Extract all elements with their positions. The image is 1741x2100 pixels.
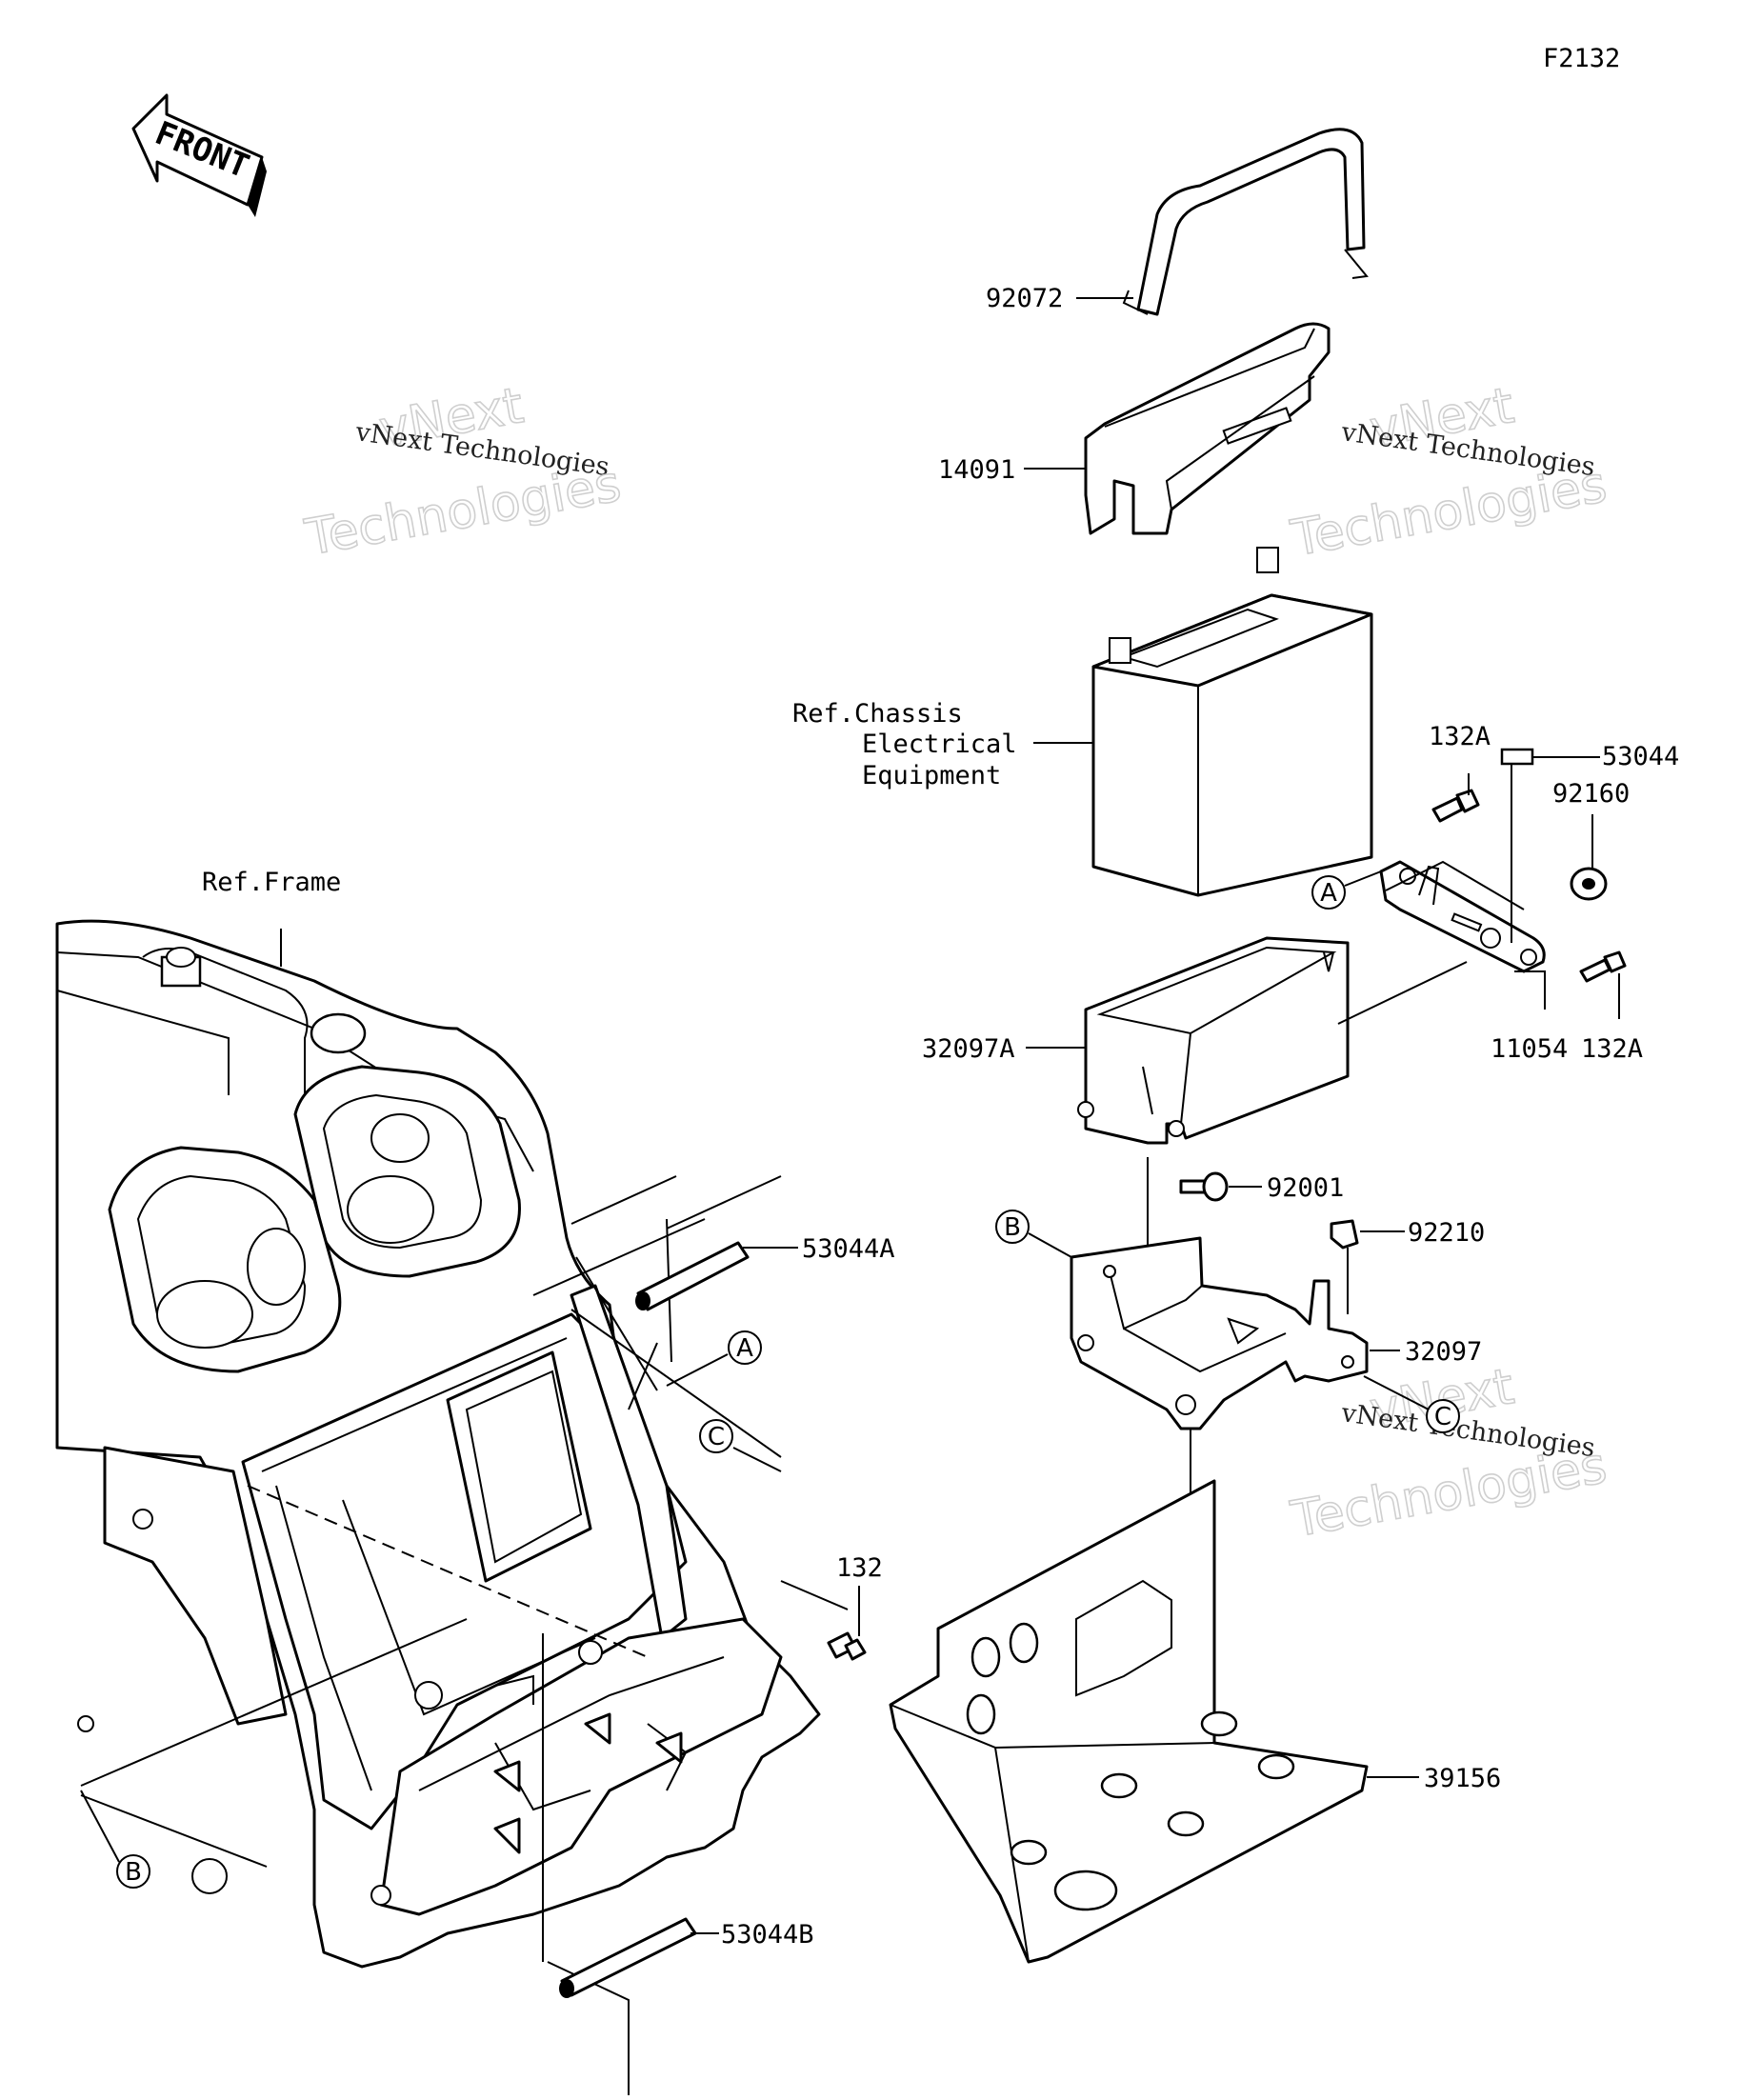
battery-tray-32097-part[interactable] [1070,1236,1369,1430]
case-guide-line [1337,961,1468,1025]
bracket-11054-part[interactable] [1379,860,1546,973]
collar-53044A-part[interactable] [635,1241,750,1311]
bolt-132-part[interactable] [827,1631,867,1661]
svg-text:B: B [1004,1213,1021,1242]
leader-11054 [1514,970,1546,1010]
leader-callout-c-frame [732,1447,782,1472]
bolt-132A-top-part[interactable] [1431,789,1480,823]
svg-text:B: B [125,1858,142,1887]
svg-text:Technologies: Technologies [1287,1437,1611,1549]
label-92160[interactable]: 92160 [1552,779,1630,809]
guide-b-line-lower [80,1794,268,1868]
label-132A-top[interactable]: 132A [1429,722,1491,751]
svg-text:Technologies: Technologies [1287,456,1611,568]
guide-diagonal-line [575,1256,658,1391]
callout-b-tray: B [995,1210,1030,1244]
guide-a-to-callout [666,1175,782,1230]
grommet-92160-part[interactable] [1570,867,1608,901]
frame-dashed-line [247,1485,649,1658]
label-39156[interactable]: 39156 [1424,1764,1501,1793]
leader-callout-a-top [1344,870,1382,887]
label-132A-bottom[interactable]: 132A [1581,1034,1643,1064]
svg-text:Technologies: Technologies [301,455,625,567]
watermark-top-right: vNext vNext Technologies Technologies [1286,376,1611,569]
svg-text:C: C [1434,1403,1451,1431]
screw-92001-part[interactable] [1179,1171,1229,1202]
guide-b-line-upper [80,1618,468,1787]
callout-a-top: A [1311,875,1346,910]
guide-a-line [570,1175,677,1225]
label-32097A[interactable]: 32097A [922,1034,1015,1064]
front-arrow-icon: FRONT [131,93,267,217]
label-92001[interactable]: 92001 [1267,1173,1344,1203]
watermark-mid-right: vNext vNext Technologies Technologies [1286,1357,1611,1550]
leader-callout-a-frame [666,1353,729,1387]
label-92210[interactable]: 92210 [1408,1218,1485,1248]
battery-part[interactable] [1091,547,1373,897]
nut-92210-part[interactable] [1330,1219,1359,1250]
label-14091[interactable]: 14091 [938,455,1015,485]
label-53044A[interactable]: 53044A [802,1234,895,1264]
guide-short-line [628,1342,658,1410]
callout-b-frame: B [116,1854,150,1889]
svg-text:C: C [708,1423,725,1451]
battery-cover-part[interactable] [1084,322,1331,535]
bolt-132A-bottom-part[interactable] [1579,950,1627,983]
battery-strap-part[interactable] [1122,128,1369,316]
bracket-guide-line [1385,860,1525,910]
leader-callout-c-tray [1363,1375,1430,1410]
svg-text:A: A [736,1334,753,1363]
collar-53044B-part[interactable] [559,1917,697,1998]
ref-chassis-line1: Ref.Chassis [792,699,963,729]
label-53044B[interactable]: 53044B [721,1920,814,1950]
callout-c-tray: C [1426,1399,1460,1433]
svg-text:A: A [1320,879,1337,908]
callout-c-frame: C [699,1419,733,1453]
frame-part[interactable] [55,919,821,1969]
label-53044[interactable]: 53044 [1602,742,1679,771]
label-32097[interactable]: 32097 [1405,1337,1482,1367]
label-132[interactable]: 132 [836,1553,883,1583]
guide-bolt-132 [780,1580,849,1610]
callout-a-frame: A [728,1330,762,1365]
guide-c-line-upper [532,1218,706,1296]
guide-small-bracket [494,1674,534,1705]
guide-c-line-lower [570,1309,782,1458]
ref-frame: Ref.Frame [202,868,341,897]
leader-callout-b-frame [80,1790,120,1863]
figure-code: F2132 [1543,44,1620,73]
ref-chassis-line2: Electrical [862,730,1017,759]
battery-case-32097A-part[interactable] [1077,936,1350,1145]
frame-cover-39156-part[interactable] [889,1479,1369,1964]
watermark-top-left: vNext vNext Technologies Technologies [300,376,626,568]
leader-callout-b-tray [1028,1232,1072,1258]
ref-chassis-line3: Equipment [862,761,1001,790]
collar-53044-part[interactable] [1500,748,1534,766]
label-92072[interactable]: 92072 [986,284,1063,313]
label-11054[interactable]: 11054 [1491,1034,1568,1064]
